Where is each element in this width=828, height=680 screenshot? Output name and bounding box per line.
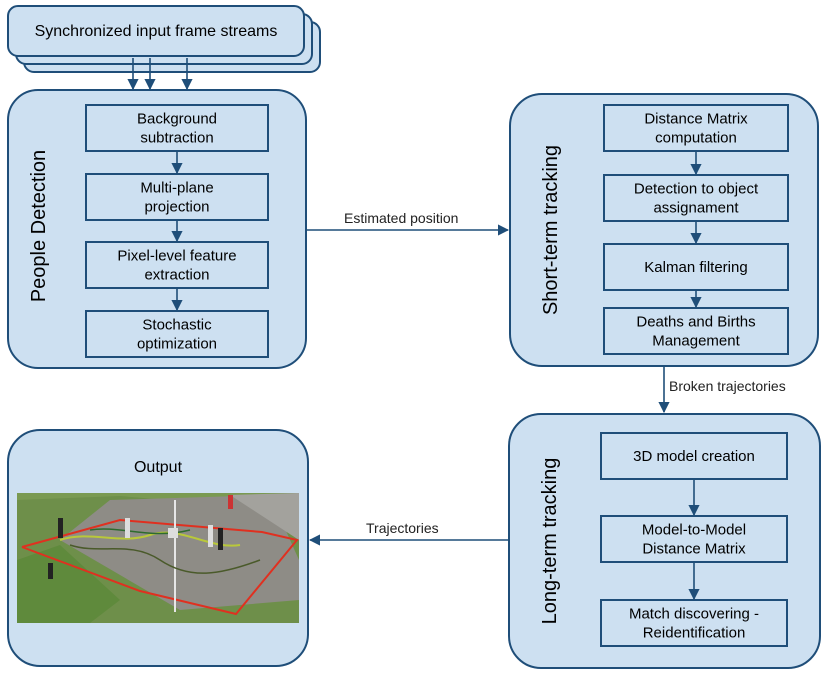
- input-stack: Synchronized input frame streams: [7, 5, 321, 73]
- short-term-step-4-line-1: Deaths and Births: [636, 314, 755, 331]
- long-term-panel: Long-term tracking 3D model creationMode…: [508, 413, 821, 669]
- trajectories-label: Trajectories: [366, 520, 439, 536]
- input-stack-front: [7, 5, 305, 57]
- people-detection-title: People Detection: [28, 150, 50, 302]
- output-panel: Output: [7, 429, 309, 667]
- long-term-title: Long-term tracking: [539, 458, 561, 625]
- short-term-step-4-line-2: Management: [652, 333, 740, 350]
- people-detection-step-2-line-2: projection: [144, 199, 209, 216]
- short-term-step-box-4: [603, 307, 789, 355]
- short-term-panel: Short-term tracking Distance Matrix compu…: [509, 93, 819, 367]
- people-detection-step-box-3: [85, 241, 269, 289]
- short-term-step-box-3: [603, 243, 789, 291]
- people-detection-step-1-line-2: subtraction: [140, 130, 213, 147]
- output-title: Output: [134, 459, 183, 476]
- people-detection-step-2-line-1: Multi-plane: [140, 180, 213, 197]
- long-term-step-1-line-1: 3D model creation: [633, 448, 755, 465]
- people-detection-step-3-line-2: extraction: [144, 267, 209, 284]
- people-detection-step-4-line-2: optimization: [137, 336, 217, 353]
- long-term-step-box-3: [600, 599, 788, 647]
- people-detection-panel: People Detection Background subtractionMu…: [7, 89, 307, 369]
- estimated-position-label: Estimated position: [344, 210, 458, 226]
- short-term-step-1-line-2: computation: [655, 130, 737, 147]
- long-term-step-2-line-2: Distance Matrix: [642, 541, 746, 558]
- people-detection-step-box-1: [85, 104, 269, 152]
- input-label: Synchronized input frame streams: [35, 23, 278, 40]
- short-term-step-2-line-1: Detection to object: [634, 181, 759, 198]
- output-scene-image: [17, 493, 299, 623]
- long-term-step-2-line-1: Model-to-Model: [642, 522, 746, 539]
- people-detection-step-1-line-1: Background: [137, 111, 217, 128]
- people-detection-step-3-line-1: Pixel-level feature: [117, 248, 236, 265]
- long-term-step-3-line-2: Reidentification: [643, 625, 746, 642]
- short-term-step-box-2: [603, 174, 789, 222]
- short-term-step-3-line-1: Kalman filtering: [644, 259, 747, 276]
- short-term-step-1-line-1: Distance Matrix: [644, 111, 748, 128]
- short-term-title: Short-term tracking: [540, 145, 562, 315]
- long-term-step-3-line-1: Match discovering -: [629, 606, 759, 623]
- long-term-step-box-1: [600, 432, 788, 480]
- broken-trajectories-label: Broken trajectories: [669, 378, 786, 394]
- short-term-step-box-1: [603, 104, 789, 152]
- people-detection-step-box-4: [85, 310, 269, 358]
- people-detection-step-4-line-1: Stochastic: [142, 317, 212, 334]
- short-term-step-2-line-2: assignament: [653, 200, 739, 217]
